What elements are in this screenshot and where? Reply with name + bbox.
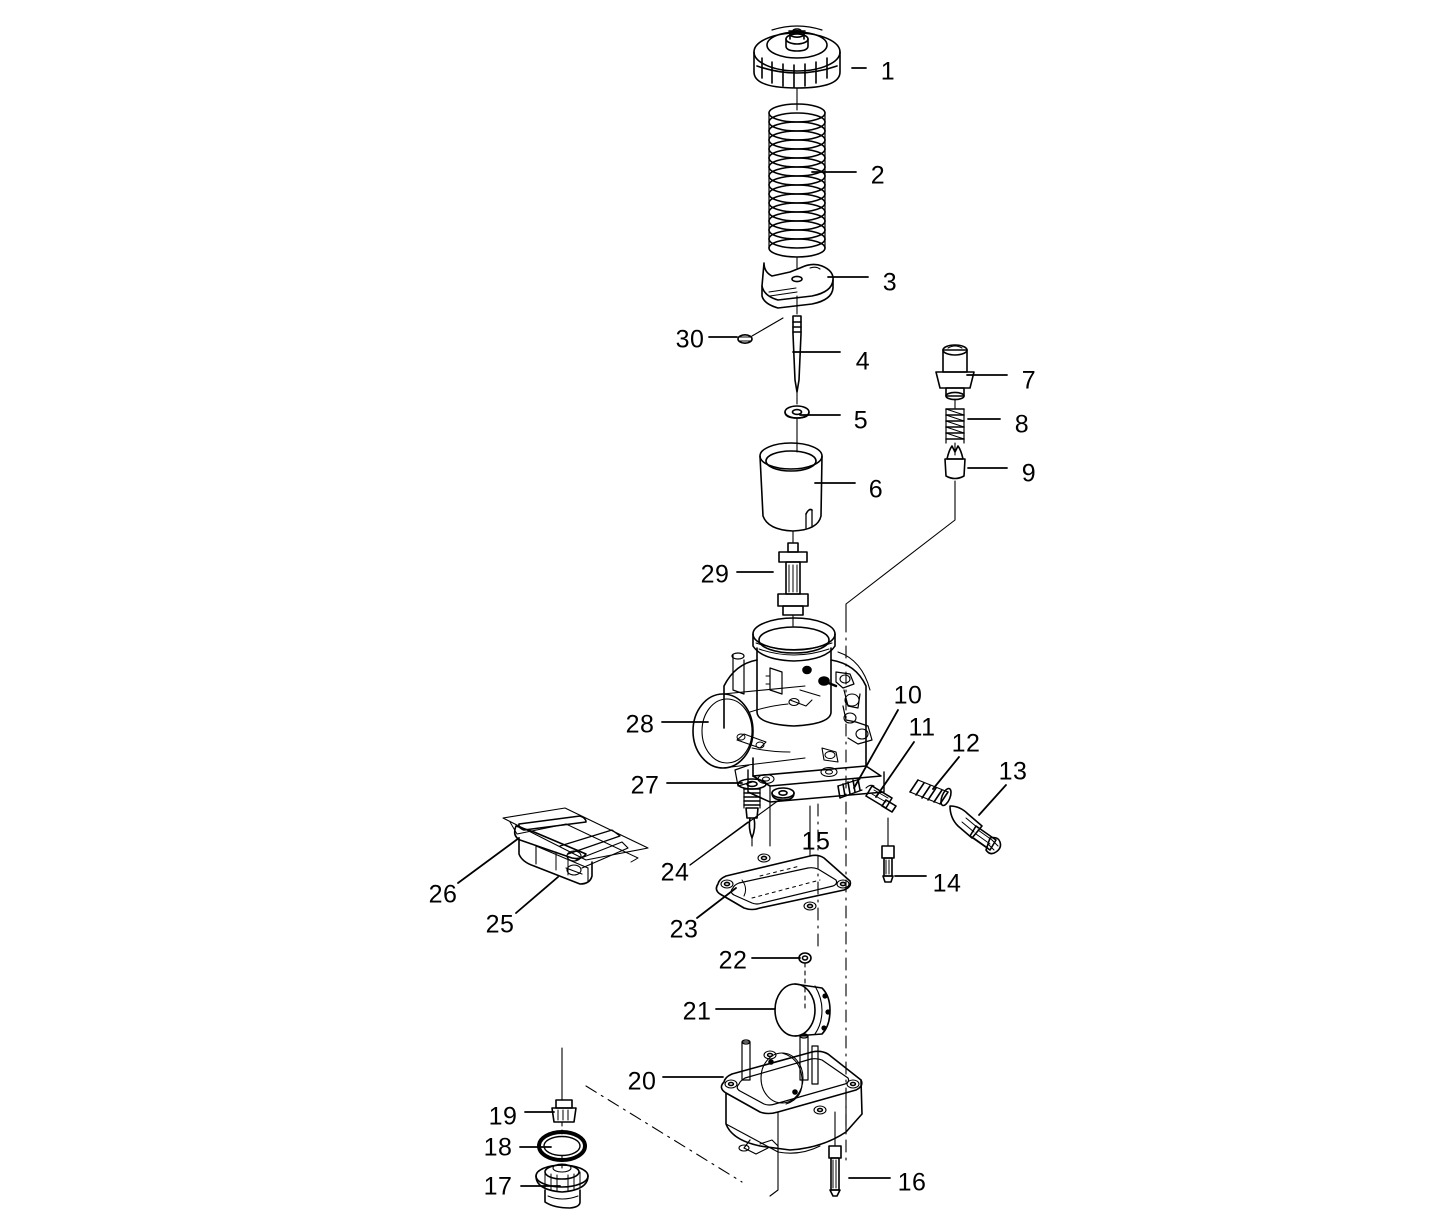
part-top-cap — [753, 25, 841, 89]
part-pilot-jet — [845, 445, 966, 621]
callout-number-30: 30 — [675, 325, 705, 354]
leader-line-11 — [875, 741, 915, 798]
leader-line-23 — [696, 887, 737, 919]
part-pilot-spring — [945, 408, 965, 456]
callout-number-28: 28 — [625, 710, 655, 739]
callout-number-8: 8 — [1014, 410, 1030, 439]
callout-number-19: 19 — [488, 1102, 518, 1131]
part-main-spring — [768, 87, 826, 258]
part-float-bowl — [720, 1033, 863, 1197]
part-drain-plug-17 — [535, 1163, 589, 1209]
callout-number-15: 15 — [801, 827, 831, 856]
leader-lines — [457, 67, 1008, 1187]
part-float-valve-assembly — [689, 778, 795, 866]
callout-number-18: 18 — [483, 1133, 513, 1162]
callout-number-5: 5 — [853, 406, 869, 435]
callout-number-9: 9 — [1021, 459, 1037, 488]
callout-number-24: 24 — [660, 858, 690, 887]
part-bowl-screw-14 — [881, 817, 895, 883]
assembly-guide-lines — [769, 801, 811, 857]
part-slide-valve — [759, 417, 823, 532]
callout-number-21: 21 — [682, 997, 712, 1026]
callout-number-25: 25 — [485, 910, 515, 939]
part-float — [502, 807, 649, 885]
callout-number-12: 12 — [951, 729, 981, 758]
part-float-cup-21 — [774, 983, 831, 1037]
part-drain-screw-19 — [551, 1047, 577, 1137]
callout-number-7: 7 — [1021, 366, 1037, 395]
part-oring-18 — [537, 1130, 587, 1173]
callout-number-2: 2 — [870, 161, 886, 190]
callout-number-11: 11 — [908, 713, 936, 742]
callout-number-1: 1 — [880, 57, 896, 86]
part-idle-adjust-train — [837, 778, 1002, 855]
callout-number-3: 3 — [882, 268, 898, 297]
callout-number-22: 22 — [718, 946, 748, 975]
callout-number-13: 13 — [998, 757, 1028, 786]
leader-line-12 — [932, 756, 960, 790]
part-float-bowl-gasket — [715, 853, 852, 911]
callout-number-6: 6 — [868, 475, 884, 504]
callout-number-20: 20 — [627, 1067, 657, 1096]
part-jet-needle — [792, 295, 802, 393]
leader-line-13 — [978, 784, 1007, 816]
part-needle-jet-holder — [777, 530, 809, 627]
callout-number-23: 23 — [669, 915, 699, 944]
part-pilot-screw — [935, 344, 975, 409]
callout-number-16: 16 — [897, 1168, 927, 1197]
callout-number-4: 4 — [855, 347, 871, 376]
callout-number-27: 27 — [630, 771, 660, 800]
leader-line-25 — [515, 876, 559, 914]
part-carburetor-body — [692, 617, 885, 803]
leader-line-10 — [853, 709, 899, 789]
part-needle-clip — [737, 317, 784, 344]
callout-number-29: 29 — [700, 560, 730, 589]
callout-number-26: 26 — [428, 880, 458, 909]
callout-number-17: 17 — [483, 1172, 513, 1201]
leader-line-26 — [457, 837, 520, 884]
part-needle-retainer — [761, 256, 834, 309]
callout-number-10: 10 — [893, 681, 923, 710]
assembly-axis — [585, 619, 847, 1183]
part-bowl-screw-16 — [828, 1111, 842, 1197]
callout-number-14: 14 — [932, 869, 962, 898]
